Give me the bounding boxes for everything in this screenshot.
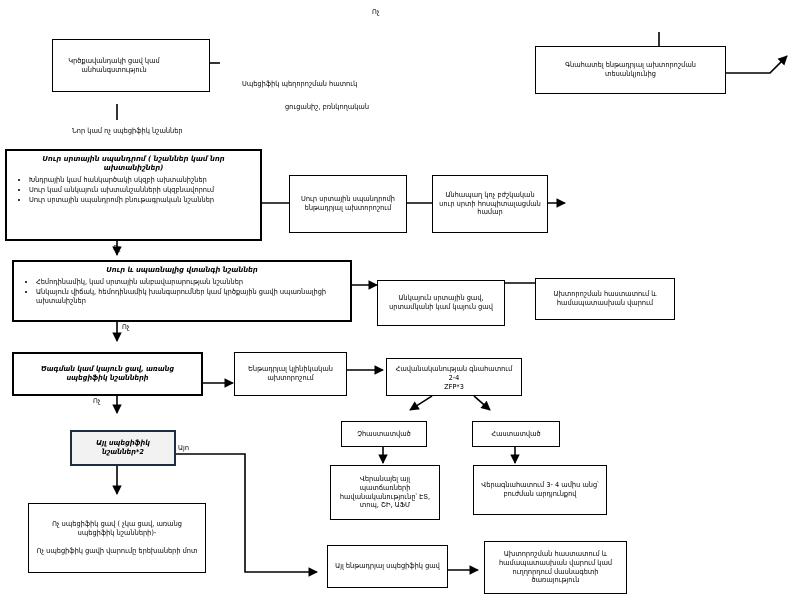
acs-item: Խնդրային կամ հանկարծակի սկզբի ախտանիշներ xyxy=(29,176,252,185)
box-acs-diagnosis[interactable]: Սուր սրտային սպանդրոմի ենթադրյալ ախտորոշ… xyxy=(289,175,407,233)
connector-prob-not xyxy=(409,395,433,411)
acs-item: Սուր կամ անկայուն ախտանշանների սկզբնավոր… xyxy=(29,186,252,195)
label-no-3: Ոչ xyxy=(122,323,130,331)
center-text-2: ցուցանիշ, բռնկողական xyxy=(285,103,370,111)
box-acs-management[interactable]: Անհապաղ կոչ բժշկական սուր սրտի հոսպիտալա… xyxy=(432,175,548,233)
high-risk-list: Հեմոդինամիկ, կամ սրտային անբավարարության… xyxy=(22,278,342,306)
box-confirmed[interactable]: Հաստատված xyxy=(472,421,560,447)
box-unstable-angina[interactable]: Անկայուն սրտային ցավ, սրտամկանի կամ կայո… xyxy=(377,280,505,326)
box-high-risk[interactable]: Սուր և սպառնալից վտանգի նշաններ Հեմոդինա… xyxy=(12,260,352,322)
box-other-specific[interactable]: Այլ ենթադրյալ սպեցիֆիկ ցավ xyxy=(327,545,448,588)
label-no-top: Ոչ xyxy=(372,8,380,16)
acs-item: Սուր սրտային սպանդրոմի բնութագրական նշան… xyxy=(29,196,252,205)
box-non-specific-pain[interactable]: Ոչ սպեցիֆիկ ցավ ( չկա ցավ, առանց սպեցիֆի… xyxy=(28,503,206,573)
high-risk-item: Անկայուն վիճակ, հեմոդինամիկ խանգարումներ… xyxy=(36,288,342,306)
box-chest-pain[interactable]: Կրծքավանդակի ցավ կամ անհանգստություն xyxy=(52,39,210,92)
box-urgent-assessment[interactable]: Ախտորոշման հաստատում և համապատասխան վարո… xyxy=(535,278,675,320)
label-yes: Այո xyxy=(178,444,190,452)
box-not-confirmed[interactable]: Չհաստատված xyxy=(341,421,427,447)
box-stable-angina[interactable]: Ծագման կամ կայուն ցավ, առանց սպեցիֆիկ նշ… xyxy=(12,352,203,396)
acs-list: Խնդրային կամ հանկարծակի սկզբի ախտանիշներ… xyxy=(15,176,252,205)
acs-title: Սուր սրտային սպանդրոմ ( նշաններ կամ նոր … xyxy=(42,155,225,173)
connector-top-right-exit xyxy=(726,55,788,74)
box-acs[interactable]: Սուր սրտային սպանդրոմ ( նշաններ կամ նոր … xyxy=(5,149,262,241)
label-no-2: Ոչ xyxy=(113,244,121,252)
box-evaluate-diagnosis[interactable]: Գնահատել ենթադրյալ ախտորոշման տեսանկյուն… xyxy=(535,46,726,94)
box-probability[interactable]: Հավանականության գնահատում 2-4 ZFP*3 xyxy=(386,358,522,396)
center-text-1: Սպեցիֆիկ պեղորոշման հատուկ xyxy=(242,80,358,88)
question-pain: Նոր կամ ոչ սպեցիֆիկ նշաններ xyxy=(72,127,183,135)
box-clinical-evaluation[interactable]: Ենթադրյալ կլինիկական ախտորոշում xyxy=(234,352,347,396)
box-other-signs[interactable]: Այլ սպեցիֆիկ նշաններ*2 xyxy=(70,430,176,466)
high-risk-title: Սուր և սպառնալից վտանգի նշաններ xyxy=(106,266,258,274)
probability-sup: ZFP*3 xyxy=(444,382,464,391)
box-other-causes[interactable]: Վերանայել այլ պատճառների հավանականությու… xyxy=(330,465,440,520)
connector-prob-yes xyxy=(473,395,491,411)
high-risk-item: Հեմոդինամիկ, կամ սրտային անբավարարության… xyxy=(36,278,342,287)
probability-text: Հավանականության գնահատում 2-4 xyxy=(395,365,513,382)
connector-yes-specific xyxy=(176,453,318,577)
label-no-4: Ոչ xyxy=(93,397,101,405)
box-final-diagnosis[interactable]: Ախտորոշման հաստատում և համապատասխան վարո… xyxy=(484,541,627,594)
box-treatment-reassess[interactable]: Վերագնահատում 3- 4 ամիս անց՝ բուժման արդ… xyxy=(473,465,607,515)
